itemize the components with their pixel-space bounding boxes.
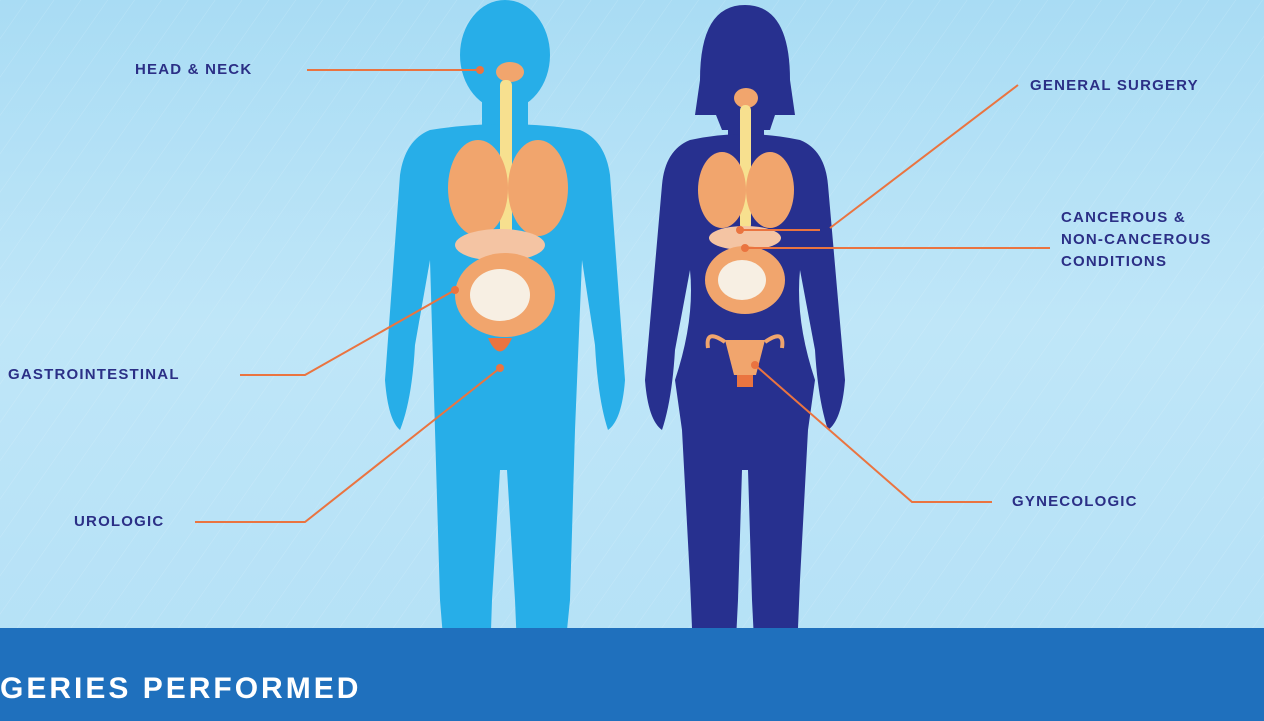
male-throat-organ: [496, 62, 524, 82]
dot-gynecologic: [751, 361, 759, 369]
dot-head-neck: [476, 66, 484, 74]
female-right-lung: [746, 152, 794, 228]
male-right-lung: [508, 140, 568, 236]
label-head-neck: HEAD & NECK: [135, 59, 252, 81]
dot-cancerous: [741, 244, 749, 252]
label-cancerous-line2: NON-CANCEROUS: [1061, 229, 1261, 251]
female-small-intestine: [718, 260, 766, 300]
label-cancerous-line3: CONDITIONS: [1061, 251, 1261, 273]
male-left-lung: [448, 140, 508, 236]
label-cancerous-line1: CANCEROUS &: [1061, 207, 1261, 229]
dot-general-surgery: [736, 226, 744, 234]
male-small-intestine: [470, 269, 530, 321]
dot-urologic: [496, 364, 504, 372]
footer-title: GERIES PERFORMED: [0, 672, 361, 706]
female-cervix: [737, 375, 753, 387]
label-general-surgery: GENERAL SURGERY: [1030, 75, 1199, 97]
label-cancerous-conditions: CANCEROUS & NON-CANCEROUS CONDITIONS: [1061, 207, 1261, 273]
dot-gastrointestinal: [451, 286, 459, 294]
label-urologic: UROLOGIC: [74, 511, 164, 533]
female-left-lung: [698, 152, 746, 228]
label-gynecologic: GYNECOLOGIC: [1012, 491, 1138, 513]
label-gastrointestinal: GASTROINTESTINAL: [8, 364, 180, 386]
